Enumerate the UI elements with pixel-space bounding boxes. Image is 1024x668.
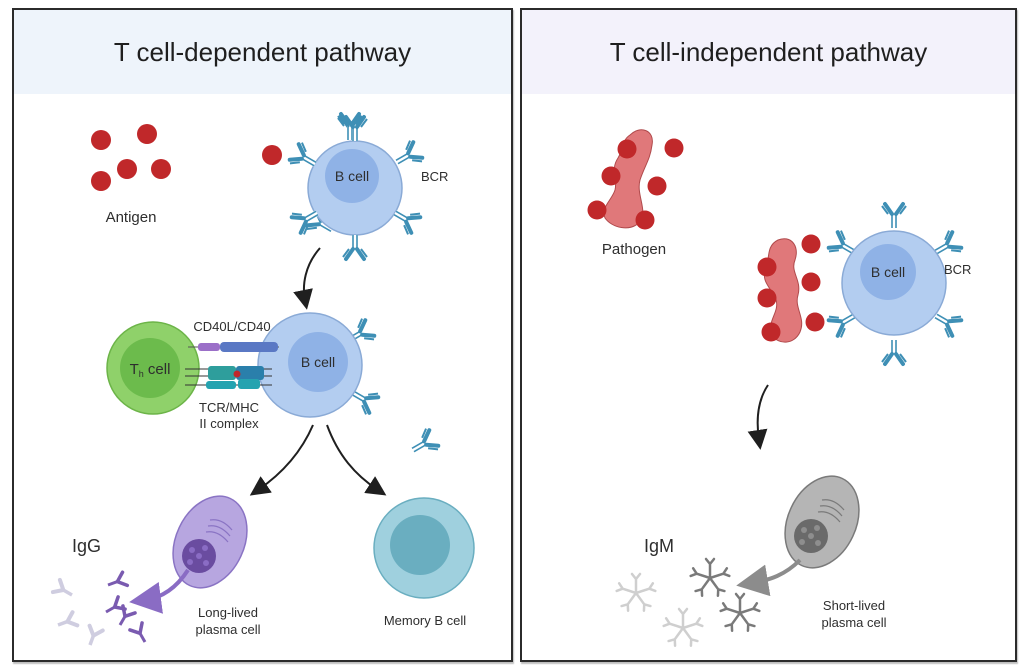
- antigen-dot: [137, 124, 157, 144]
- panel-title-dependent: T cell-dependent pathway: [14, 10, 511, 94]
- bound-antigen-dot: [262, 145, 282, 165]
- bound-pathogen-icon: [757, 234, 825, 343]
- th-cell-label: Th cell: [130, 361, 171, 379]
- secretion-arrow-right-icon: [736, 558, 802, 597]
- antigen-cluster-icon: [91, 124, 171, 191]
- b-cell-interacting-icon: B cell: [257, 312, 380, 417]
- antigen-dot: [151, 159, 171, 179]
- tcr-label-line2: II complex: [199, 416, 259, 431]
- igm-antibodies-icon: [615, 557, 761, 647]
- pathogen-label: Pathogen: [602, 241, 666, 258]
- arrow-to-plasma-icon: [249, 424, 314, 496]
- th-cell-icon: Th cell: [106, 321, 200, 415]
- t-cell-dependent-panel: T cell-dependent pathway: [12, 8, 513, 662]
- free-antibody-icon: [407, 428, 440, 461]
- b-cell-right-icon: B cell: [827, 204, 963, 364]
- antigen-label: Antigen: [106, 209, 157, 226]
- memory-b-cell-label: Memory B cell: [384, 613, 466, 628]
- bcr-label: BCR: [421, 169, 448, 184]
- arrow-to-memory-icon: [326, 424, 387, 496]
- short-lived-label-line2: plasma cell: [821, 615, 886, 630]
- tcr-label-line1: TCR/MHC: [199, 400, 259, 415]
- panel-title-independent: T cell-independent pathway: [522, 10, 1015, 94]
- arrow-down-icon: [293, 247, 321, 310]
- pathogen-icon: [587, 129, 684, 230]
- long-lived-plasma-cell-icon: [172, 495, 248, 589]
- long-lived-label-line1: Long-lived: [198, 605, 258, 620]
- antigen-dot: [117, 159, 137, 179]
- b-cell-icon: B cell: [305, 114, 403, 240]
- igm-label: IgM: [644, 536, 674, 556]
- b-cell-right-label: B cell: [871, 264, 905, 280]
- long-lived-label-line2: plasma cell: [195, 622, 260, 637]
- antigen-dot: [91, 130, 111, 150]
- cd40-label: CD40L/CD40: [193, 319, 270, 334]
- memory-b-cell-icon: [373, 497, 475, 599]
- short-lived-label-line1: Short-lived: [823, 598, 885, 613]
- antigen-dot: [91, 171, 111, 191]
- b-cell-label: B cell: [335, 168, 369, 184]
- arrow-down-right-icon: [747, 384, 769, 450]
- secretion-arrow-icon: [129, 568, 190, 614]
- short-lived-plasma-cell-icon: [784, 475, 860, 569]
- igg-label: IgG: [72, 536, 101, 556]
- b-cell-2-label: B cell: [301, 354, 335, 370]
- bcr-right-label: BCR: [944, 262, 971, 277]
- cd40-complex-icon: [188, 342, 279, 352]
- igg-antibodies-icon: [50, 570, 153, 650]
- tcr-mhc-complex-icon: [185, 366, 272, 389]
